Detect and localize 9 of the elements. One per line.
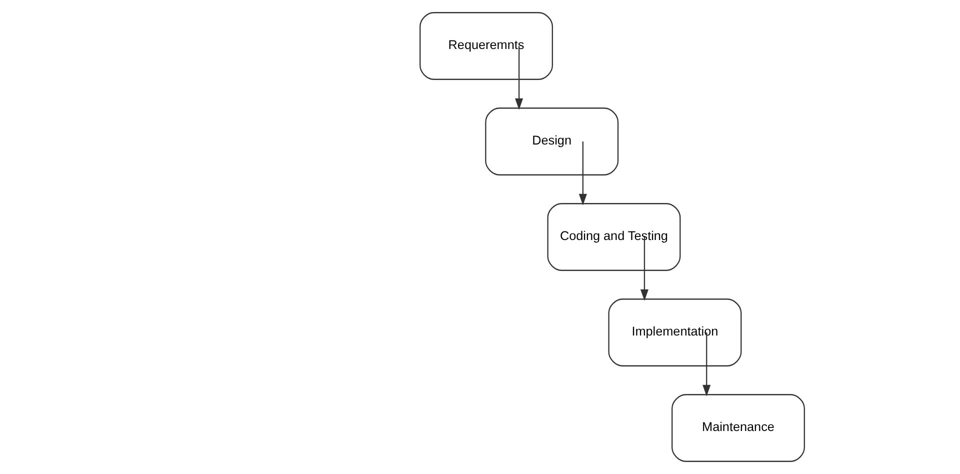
node-box: Requeremnts: [419, 12, 552, 80]
arrow: [640, 237, 648, 301]
node-box: Coding and Testing: [546, 203, 680, 271]
arrow: [514, 46, 523, 110]
arrow: [578, 142, 586, 206]
node-box: Maintenance: [671, 394, 804, 462]
node-box: Design: [484, 108, 618, 176]
node-box: Implementation: [608, 298, 742, 366]
arrow: [702, 332, 710, 396]
